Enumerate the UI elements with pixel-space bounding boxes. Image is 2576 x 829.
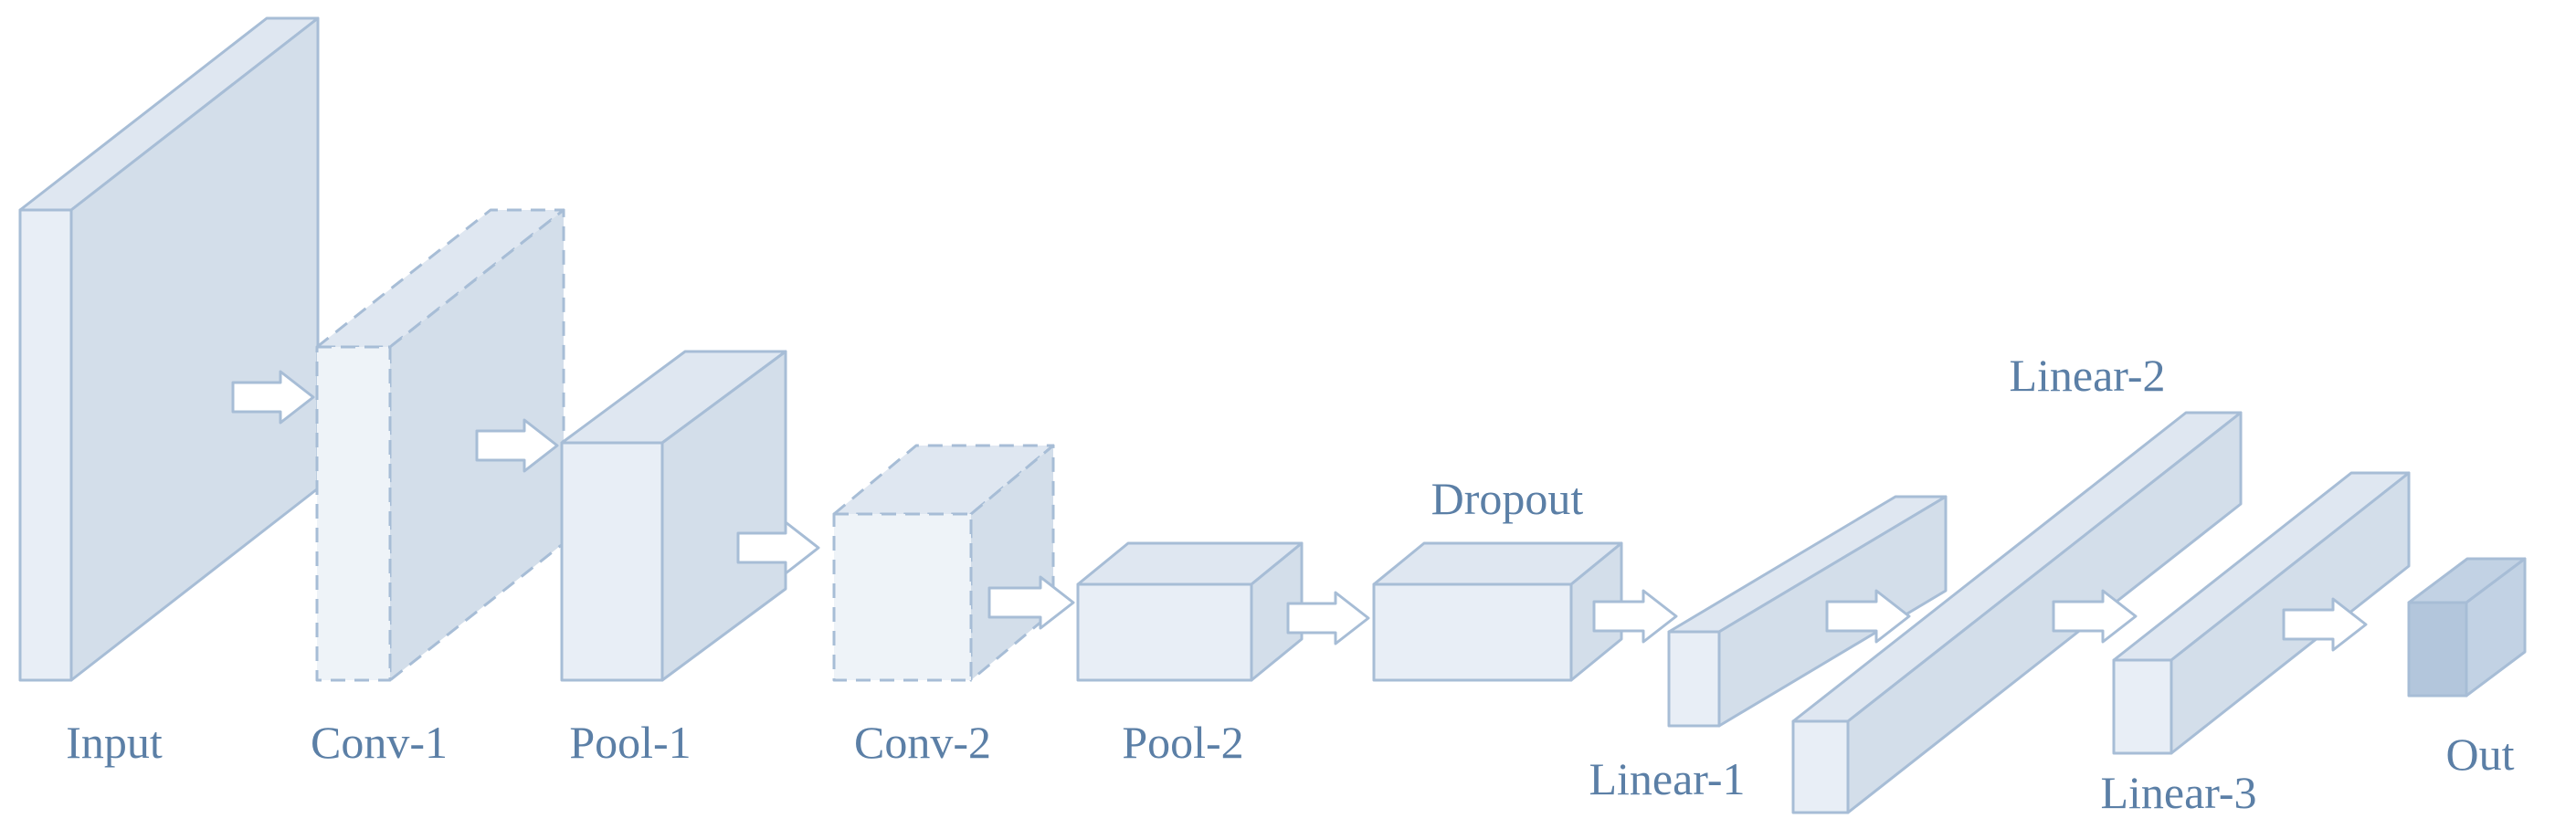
arrow-icon xyxy=(2282,597,2368,652)
block-pool2 xyxy=(1076,541,1304,682)
block-front-face xyxy=(1667,630,1721,728)
block-out xyxy=(2407,557,2527,698)
block-front-face xyxy=(1076,582,1253,682)
arrow-icon xyxy=(1286,591,1370,645)
label-input: Input xyxy=(66,717,163,768)
label-linear2: Linear-2 xyxy=(2009,350,2165,401)
block-conv2 xyxy=(832,444,1055,682)
block-front-face xyxy=(1791,719,1850,814)
arrow-icon xyxy=(987,575,1075,630)
label-linear1: Linear-1 xyxy=(1589,753,1745,804)
block-front-face xyxy=(315,345,392,682)
block-dropout xyxy=(1372,541,1623,682)
label-pool2: Pool-2 xyxy=(1122,717,1243,768)
block-front-face xyxy=(2112,658,2173,755)
arrow-icon xyxy=(736,520,820,575)
block-input xyxy=(18,16,320,682)
label-out: Out xyxy=(2446,729,2515,780)
layer-blocks xyxy=(18,16,2527,814)
label-pool1: Pool-1 xyxy=(569,717,691,768)
block-front-face xyxy=(18,208,73,682)
block-pool1 xyxy=(560,350,787,682)
block-front-face xyxy=(832,512,973,682)
flow-arrows xyxy=(231,370,2368,652)
block-front-face xyxy=(560,441,664,682)
block-front-face xyxy=(1372,582,1573,682)
block-side-face xyxy=(69,16,320,682)
label-linear3: Linear-3 xyxy=(2100,767,2256,818)
block-front-face xyxy=(2407,601,2468,698)
arrow-icon xyxy=(475,418,559,473)
arrow-icon xyxy=(1825,589,1911,644)
arrow-icon xyxy=(231,370,315,425)
label-dropout: Dropout xyxy=(1431,473,1584,524)
arrow-icon xyxy=(1592,589,1678,644)
arrow-icon xyxy=(2052,589,2138,644)
block-linear2 xyxy=(1791,411,2243,814)
layer-labels: Input Conv-1 Pool-1 Conv-2 Pool-2 Dropou… xyxy=(66,350,2514,818)
label-conv1: Conv-1 xyxy=(311,717,448,768)
label-conv2: Conv-2 xyxy=(854,717,991,768)
